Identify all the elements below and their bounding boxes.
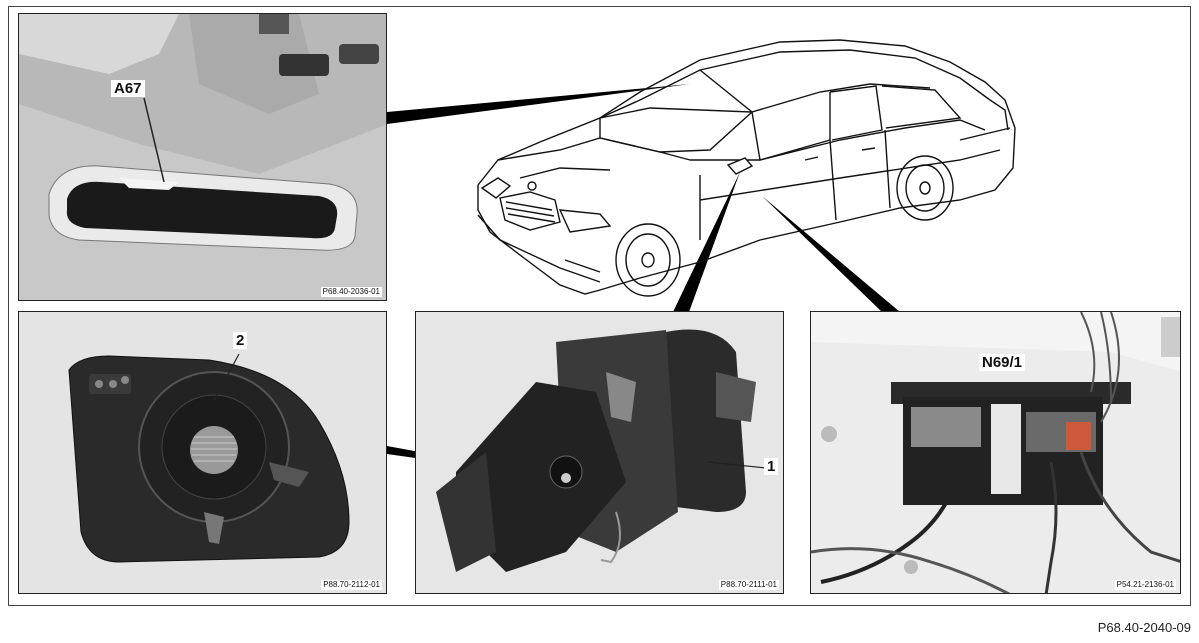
panel-control-module: N69/1 P54.21-2136-01 — [810, 311, 1181, 594]
panel-rearview-mirror: A67 P68.40-2036-01 — [18, 13, 387, 301]
mirror-housing-photo — [416, 312, 783, 593]
mirror-glass-photo — [19, 312, 386, 593]
leader-to-control-module — [762, 196, 900, 312]
photo-ref-mirror-glass: P88.70-2112-01 — [321, 580, 382, 590]
callout-1: 1 — [764, 458, 779, 475]
figure-reference: P68.40-2040-09 — [1097, 620, 1191, 635]
callout-a67: A67 — [111, 80, 145, 97]
callout-n69-1: N69/1 — [979, 354, 1026, 371]
leader-to-mirror-housing — [673, 172, 740, 312]
callout-2: 2 — [233, 332, 248, 349]
leader-to-rearview-mirror — [387, 84, 690, 124]
rearview-mirror-photo — [19, 14, 386, 300]
photo-ref-mirror-housing: P88.70-2111-01 — [718, 580, 779, 590]
photo-ref-rearview-mirror: P68.40-2036-01 — [320, 287, 382, 297]
panel-mirror-glass: 2 P88.70-2112-01 — [18, 311, 387, 594]
panel-mirror-housing: 1 P88.70-2111-01 — [415, 311, 784, 594]
photo-ref-control-module: P54.21-2136-01 — [1114, 580, 1176, 590]
